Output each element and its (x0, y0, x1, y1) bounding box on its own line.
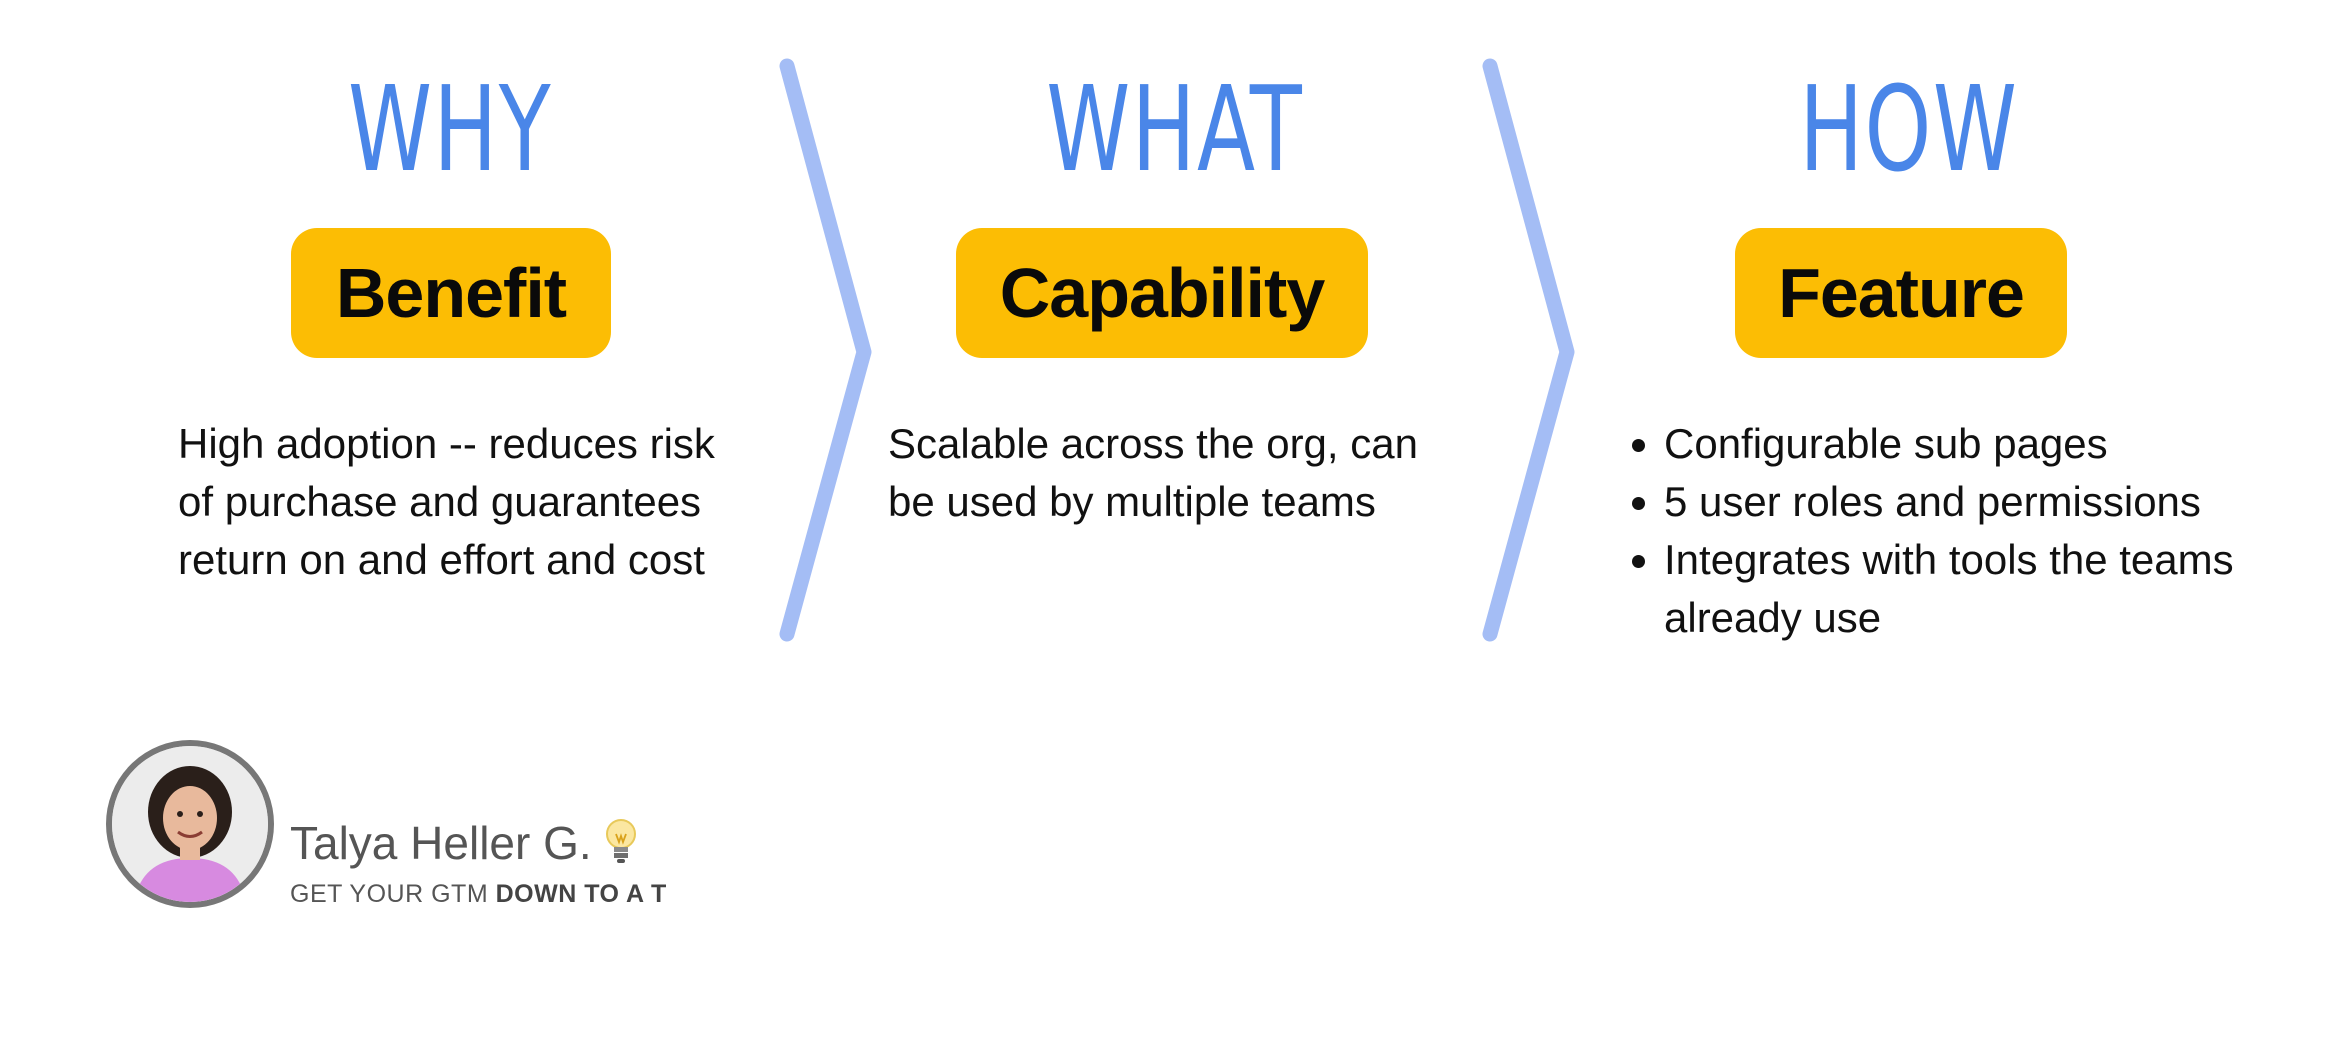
author-name: Talya Heller G. (290, 816, 638, 875)
tagline: GET YOUR GTM DOWN TO A T (290, 880, 667, 909)
avatar (106, 740, 274, 908)
author-name-text: Talya Heller G. (290, 817, 592, 869)
lightbulb-icon (604, 818, 638, 875)
tagline-prefix: GET YOUR GTM (290, 880, 488, 908)
chevron-right-icon (1490, 66, 1567, 634)
tagline-emphasis: DOWN TO A T (496, 880, 667, 908)
chevron-right-icon (787, 66, 864, 634)
